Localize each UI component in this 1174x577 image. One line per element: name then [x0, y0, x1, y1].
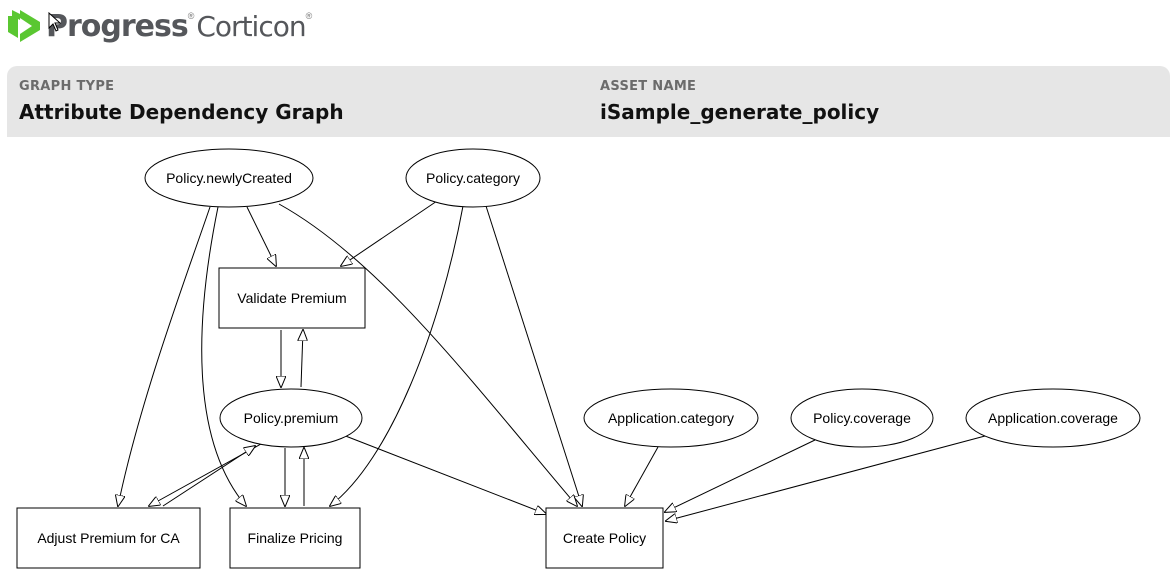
edge-policy-newlycreated-to-adjust-premium-for-ca — [118, 206, 211, 506]
edge-policy-category-to-create-policy — [485, 205, 582, 506]
attribute-node: Policy.coverage — [790, 388, 934, 448]
edge-policy-category-to-finalize-pricing — [330, 205, 464, 506]
progress-logo: Progress® Corticon® — [6, 6, 312, 46]
attribute-node-label: Policy.category — [426, 170, 520, 186]
rulesheet-node-label: Create Policy — [563, 530, 646, 546]
progress-logo-icon — [8, 10, 40, 42]
attribute-node-shape — [405, 148, 541, 208]
rulesheet-node-shape — [218, 267, 366, 329]
edge-policy-category-to-validate-premium — [341, 200, 438, 266]
mouse-cursor-icon — [48, 12, 62, 32]
rulesheet-node-shape — [16, 507, 201, 569]
graph-type-value: Attribute Dependency Graph — [19, 100, 344, 124]
attribute-node-shape — [583, 388, 759, 448]
edge-policy-newlycreated-to-create-policy — [278, 203, 577, 506]
graph-type-label: GRAPH TYPE — [19, 79, 115, 94]
graph-type-section: GRAPH TYPE Attribute Dependency Graph — [19, 79, 344, 124]
rulesheet-node: Validate Premium — [218, 267, 366, 329]
attribute-node-shape — [219, 388, 363, 448]
rulesheet-node: Create Policy — [545, 507, 664, 569]
attribute-node-shape — [790, 388, 934, 448]
rulesheet-node-shape — [545, 507, 664, 569]
rulesheet-node-label: Finalize Pricing — [248, 530, 343, 546]
edge-policy-premium-to-validate-premium — [301, 330, 303, 388]
attribute-node-label: Application.category — [608, 410, 734, 426]
rulesheet-node: Finalize Pricing — [229, 507, 361, 569]
attribute-node-label: Policy.coverage — [813, 410, 911, 426]
edge-policy-newlycreated-to-finalize-pricing — [201, 206, 246, 506]
rulesheet-node-label: Adjust Premium for CA — [37, 530, 180, 546]
brand-name: Progress — [46, 8, 189, 44]
edge-policy-coverage-to-create-policy — [665, 439, 816, 512]
attribute-node-label: Policy.newlyCreated — [166, 170, 292, 186]
asset-name-value: iSample_generate_policy — [600, 100, 880, 124]
attribute-node-shape — [965, 388, 1141, 448]
asset-name-section: ASSET NAME iSample_generate_policy — [600, 79, 879, 124]
attribute-node: Application.coverage — [965, 388, 1141, 448]
product-registered-mark: ® — [305, 11, 313, 21]
attribute-node: Policy.premium — [219, 388, 363, 448]
attribute-node-label: Policy.premium — [244, 410, 339, 426]
brand-registered-mark: ® — [187, 11, 195, 21]
attribute-node: Application.category — [583, 388, 759, 448]
asset-name-label: ASSET NAME — [600, 79, 697, 94]
edge-adjust-premium-for-ca-to-policy-premium — [162, 446, 255, 507]
edge-policy-premium-to-create-policy — [342, 434, 546, 514]
attribute-node: Policy.newlyCreated — [144, 148, 314, 208]
edge-policy-newlycreated-to-validate-premium — [246, 206, 276, 266]
product-name: Corticon — [196, 9, 306, 43]
graph-info-header: GRAPH TYPE Attribute Dependency Graph AS… — [7, 66, 1170, 137]
attribute-node-shape — [144, 148, 314, 208]
rulesheet-node: Adjust Premium for CA — [16, 507, 201, 569]
edge-application-coverage-to-create-policy — [666, 435, 986, 521]
rulesheet-node-shape — [229, 507, 361, 569]
rulesheet-node-label: Validate Premium — [237, 290, 346, 306]
edge-application-category-to-create-policy — [625, 446, 659, 506]
attribute-node: Policy.category — [405, 148, 541, 208]
attribute-node-label: Application.coverage — [988, 410, 1118, 426]
